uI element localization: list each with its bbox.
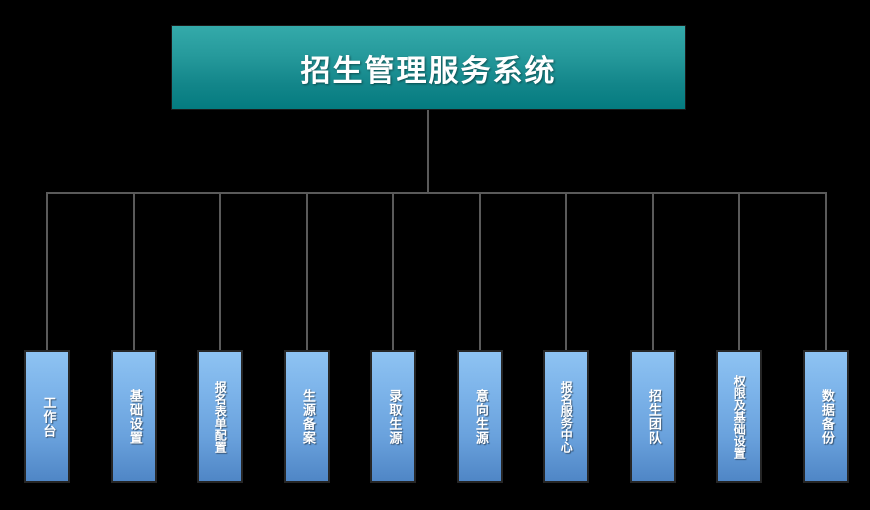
connector-drop bbox=[565, 192, 567, 350]
connector-stem bbox=[427, 110, 429, 194]
connector-drop bbox=[46, 192, 48, 350]
child-node[interactable]: 招生团队 bbox=[629, 350, 676, 483]
child-node-label: 录取生源 bbox=[386, 388, 402, 445]
connector-drop bbox=[824, 192, 827, 350]
child-node-label: 生源备案 bbox=[299, 388, 315, 445]
connector-drop bbox=[219, 192, 221, 350]
child-node-label: 报名表单配置 bbox=[213, 380, 228, 453]
child-node-label: 权限及基础设置 bbox=[732, 374, 747, 459]
child-node[interactable]: 意向生源 bbox=[456, 350, 503, 483]
child-node[interactable]: 录取生源 bbox=[370, 350, 416, 483]
root-node[interactable]: 招生管理服务系统 bbox=[171, 25, 686, 110]
connector-bus bbox=[46, 192, 826, 194]
child-node[interactable]: 权限及基础设置 bbox=[716, 350, 762, 483]
child-node[interactable]: 基础设置 bbox=[110, 350, 157, 483]
child-node[interactable]: 生源备案 bbox=[283, 350, 330, 483]
child-node-label: 基础设置 bbox=[126, 388, 142, 445]
child-node-label: 工作台 bbox=[40, 395, 56, 438]
connector-drop bbox=[651, 192, 654, 350]
child-node[interactable]: 报名表单配置 bbox=[197, 350, 243, 483]
root-node-label: 招生管理服务系统 bbox=[300, 53, 557, 89]
child-node[interactable]: 报名服务中心 bbox=[543, 350, 589, 483]
child-node[interactable]: 数据备份 bbox=[802, 350, 849, 483]
child-node-label: 数据备份 bbox=[818, 388, 834, 445]
child-node-label: 招生团队 bbox=[645, 388, 661, 445]
connector-drop bbox=[305, 192, 308, 350]
child-node-label: 意向生源 bbox=[472, 388, 488, 445]
connector-drop bbox=[478, 192, 481, 350]
connector-drop bbox=[132, 192, 135, 350]
connector-drop bbox=[738, 192, 740, 350]
child-node[interactable]: 工作台 bbox=[24, 350, 70, 483]
connector-drop bbox=[392, 192, 394, 350]
child-node-label: 报名服务中心 bbox=[559, 380, 574, 453]
